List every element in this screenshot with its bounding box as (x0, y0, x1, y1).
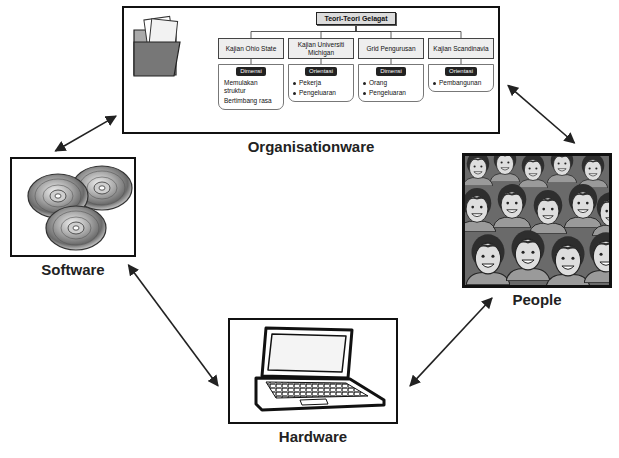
laptop-icon (256, 328, 384, 410)
list-text: Pengeluaran (299, 89, 350, 97)
list-text: Pembangunan (439, 79, 490, 87)
box-label: People (512, 291, 561, 308)
chart-line (251, 25, 356, 38)
box-text: Kajian Scandinavia (433, 45, 488, 52)
hardware-box: Hardware (228, 318, 398, 424)
list-text: Bertimbang rasa (224, 97, 280, 105)
study-box: Kajian Universiti Michigan (288, 38, 354, 59)
organisationware-box: OrganisationwareTeori-Teori GelagatKajia… (122, 6, 500, 134)
bullet-dot (293, 92, 296, 95)
list-item: Bertimbang rasa (222, 97, 280, 105)
list-text: Memulakan struktur (224, 79, 280, 95)
crowd-picture (465, 156, 609, 285)
double-arrow (128, 265, 218, 386)
folder-icon (134, 16, 180, 76)
orientation-panel: OrientasiPembangunan (428, 64, 494, 92)
panel-heading: Orientasi (305, 67, 337, 76)
panel-heading: Dimensi (376, 67, 406, 76)
box-text: Kajian Ohio State (226, 45, 277, 52)
box-text: Kajian Universiti Michigan (291, 41, 351, 56)
bullet-dot (293, 82, 296, 85)
theory-box: Teori-Teori Gelagat (316, 12, 395, 25)
dimension-panel: DimensiMemulakan strukturBertimbang rasa (218, 64, 284, 110)
list-text: Pekerja (299, 79, 350, 87)
double-arrow (508, 85, 575, 143)
box-text: Grid Pengurusan (366, 45, 415, 52)
study-box: Kajian Scandinavia (428, 38, 494, 59)
software-box: Software (10, 157, 136, 257)
double-arrow (410, 298, 492, 386)
box-label: Software (41, 261, 104, 278)
list-item: Pengeluaran (362, 89, 420, 97)
list-item: Pembangunan (432, 79, 490, 87)
dimension-panel: DimensiOrangPengeluaran (358, 64, 424, 102)
list-text: Orang (369, 79, 420, 87)
disc-icon (28, 166, 132, 250)
list-text: Pengeluaran (369, 89, 420, 97)
people-box: People (462, 153, 612, 288)
bullet-dot (363, 92, 366, 95)
bullet-dot (363, 82, 366, 85)
study-box: Grid Pengurusan (358, 38, 424, 59)
chart-line (356, 25, 461, 38)
bullet-dot (433, 82, 436, 85)
list-item: Pekerja (292, 79, 350, 87)
box-text: Teori-Teori Gelagat (324, 15, 387, 22)
panel-heading: Dimensi (236, 67, 266, 76)
chart-line (321, 25, 356, 38)
list-item: Memulakan struktur (222, 79, 280, 95)
double-arrow (55, 116, 116, 151)
list-item: Pengeluaran (292, 89, 350, 97)
list-item: Orang (362, 79, 420, 87)
study-box: Kajian Ohio State (218, 38, 284, 59)
panel-heading: Orientasi (445, 67, 477, 76)
box-label: Hardware (279, 428, 347, 445)
box-label: Organisationware (248, 138, 375, 155)
orientation-panel: OrientasiPekerjaPengeluaran (288, 64, 354, 102)
